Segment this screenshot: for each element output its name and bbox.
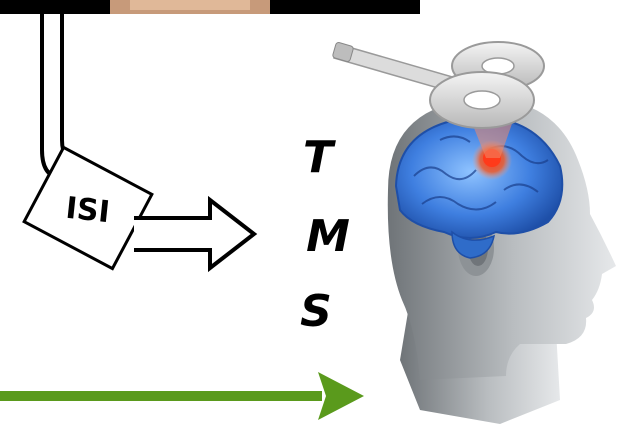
isi-label: ISI [64,191,111,230]
isi-to-tms-arrow [134,200,254,268]
tms-label: T M S [300,132,350,337]
tms-letter-s: S [300,286,332,337]
top-photo-strip [0,0,420,14]
tms-letter-m: M [306,211,350,262]
tms-letter-t: T [303,132,336,183]
green-time-arrow [0,372,364,420]
